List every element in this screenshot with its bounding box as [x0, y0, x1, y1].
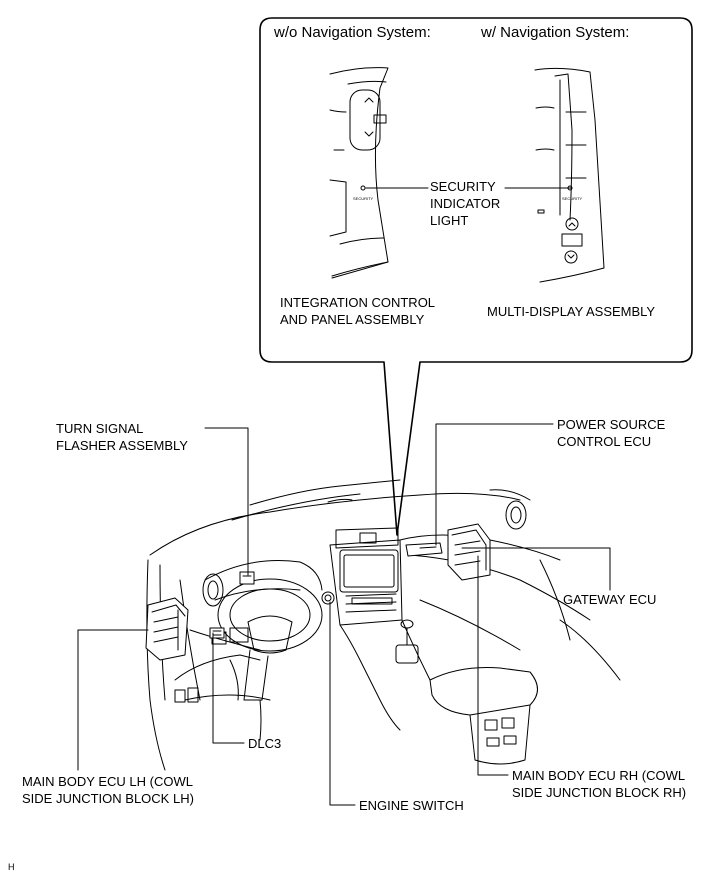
multi-display-caption: MULTI-DISPLAY ASSEMBLY	[487, 304, 656, 319]
engine-switch-label: ENGINE SWITCH	[359, 798, 464, 813]
main-body-ecu-lh	[145, 597, 189, 661]
dlc3-label: DLC3	[248, 736, 282, 751]
security-button-text-right: SECURITY	[562, 196, 583, 201]
turn-signal-label-2: FLASHER ASSEMBLY	[56, 438, 188, 453]
security-indicator-label-1: SECURITY	[430, 179, 496, 194]
leader-turn-signal	[204, 427, 249, 576]
main-body-ecu-lh-label-1: MAIN BODY ECU LH (COWL	[22, 774, 193, 789]
leader-main-body-lh	[77, 629, 149, 771]
multi-display-illustration	[534, 67, 605, 283]
figure-code: H	[8, 862, 15, 872]
callout-box	[259, 17, 693, 536]
gateway-ecu-label: GATEWAY ECU	[563, 592, 657, 607]
security-button-text-left: SECURITY	[353, 196, 374, 201]
leader-engine-switch	[329, 601, 356, 806]
leader-main-body-rh	[477, 555, 509, 776]
leader-gateway	[461, 547, 611, 591]
main-body-ecu-rh-label-2: SIDE JUNCTION BLOCK RH)	[512, 785, 687, 800]
power-source-label-2: CONTROL ECU	[557, 434, 652, 449]
turn-signal-label-1: TURN SIGNAL	[56, 421, 144, 436]
main-body-ecu-rh-label-1: MAIN BODY ECU RH (COWL	[512, 768, 686, 783]
header-without-navigation: w/o Navigation System:	[274, 24, 431, 41]
header-with-navigation: w/ Navigation System:	[481, 24, 630, 41]
leader-power-source	[435, 423, 554, 546]
dashboard-illustration	[146, 479, 621, 771]
integration-control-caption-1: INTEGRATION CONTROL	[280, 295, 436, 310]
power-source-label-1: POWER SOURCE	[557, 417, 666, 432]
security-indicator-label-3: LIGHT	[430, 213, 469, 228]
security-indicator-label-2: INDICATOR	[430, 196, 501, 211]
power-source-gateway-ecu	[405, 523, 491, 581]
turn-signal-flasher	[239, 571, 255, 585]
integration-control-panel-illustration	[329, 67, 389, 279]
integration-control-caption-2: AND PANEL ASSEMBLY	[280, 312, 425, 327]
dlc3-connector	[209, 627, 225, 639]
leader-dlc3	[212, 632, 245, 744]
main-body-ecu-lh-label-2: SIDE JUNCTION BLOCK LH)	[22, 791, 194, 806]
